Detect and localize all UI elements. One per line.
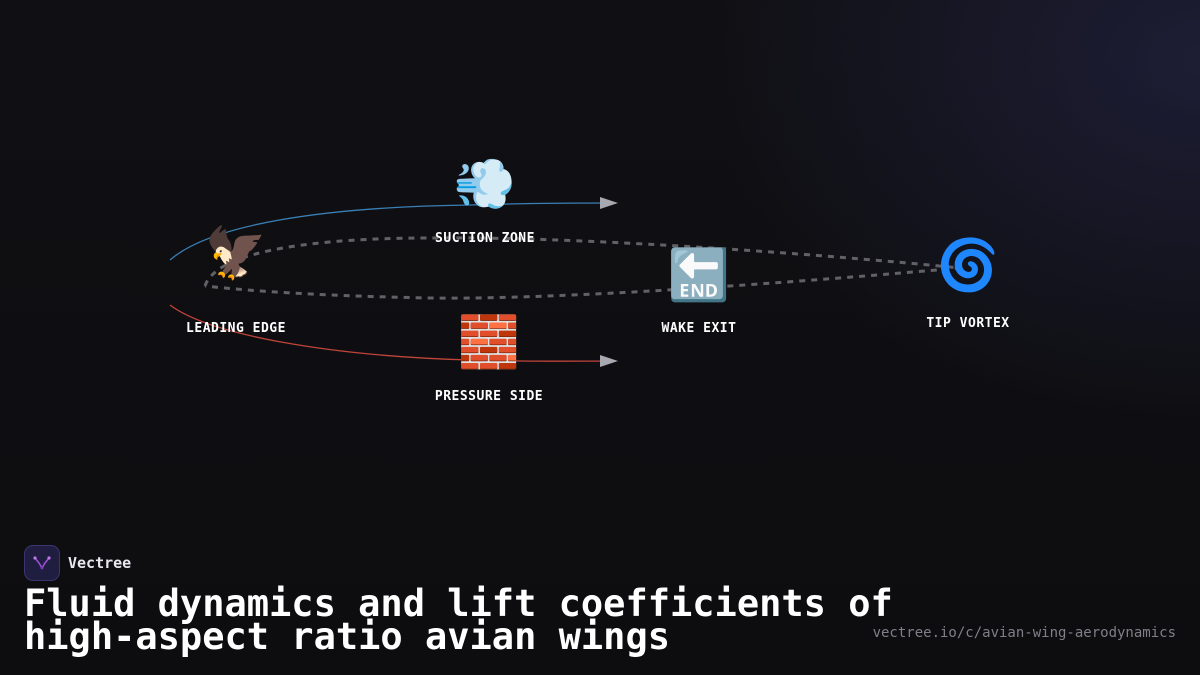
node-wake-exit: 🔚 WAKE EXIT	[662, 246, 737, 336]
node-suction-zone: 💨 SUCTION ZONE	[435, 155, 535, 246]
footer: Vectree Fluid dynamics and lift coeffici…	[24, 545, 904, 655]
cyclone-icon: 🌀	[936, 236, 1000, 294]
brick-wall-icon: 🧱	[457, 313, 521, 371]
eagle-icon: 🦅	[204, 224, 268, 282]
upper-flow-arrow	[169, 197, 618, 261]
node-tip-vortex: 🌀 TIP VORTEX	[926, 236, 1009, 331]
dash-wind-icon: 💨	[453, 155, 517, 213]
brand: Vectree	[24, 545, 904, 581]
node-label: LEADING EDGE	[186, 321, 286, 336]
node-label: WAKE EXIT	[661, 321, 737, 336]
node-label: TIP VORTEX	[926, 316, 1010, 331]
node-label: PRESSURE SIDE	[434, 389, 544, 404]
title-line-2: high-aspect ratio avian wings	[24, 615, 671, 658]
vectree-logo-icon	[24, 545, 60, 581]
node-label: SUCTION ZONE	[435, 231, 535, 246]
title-line-1: Fluid dynamics and lift coefficients of	[24, 582, 893, 625]
dashed-flow-loop	[203, 236, 961, 300]
lower-flow-arrow	[169, 304, 618, 368]
source-url[interactable]: vectree.io/c/avian-wing-aerodynamics	[872, 625, 1176, 641]
end-arrow-icon: 🔚	[667, 246, 731, 304]
node-pressure-side: 🧱 PRESSURE SIDE	[435, 313, 543, 404]
page-title: Fluid dynamics and lift coefficients of …	[24, 585, 904, 655]
brand-name: Vectree	[68, 554, 132, 572]
node-leading-edge: 🦅 LEADING EDGE	[186, 224, 286, 336]
